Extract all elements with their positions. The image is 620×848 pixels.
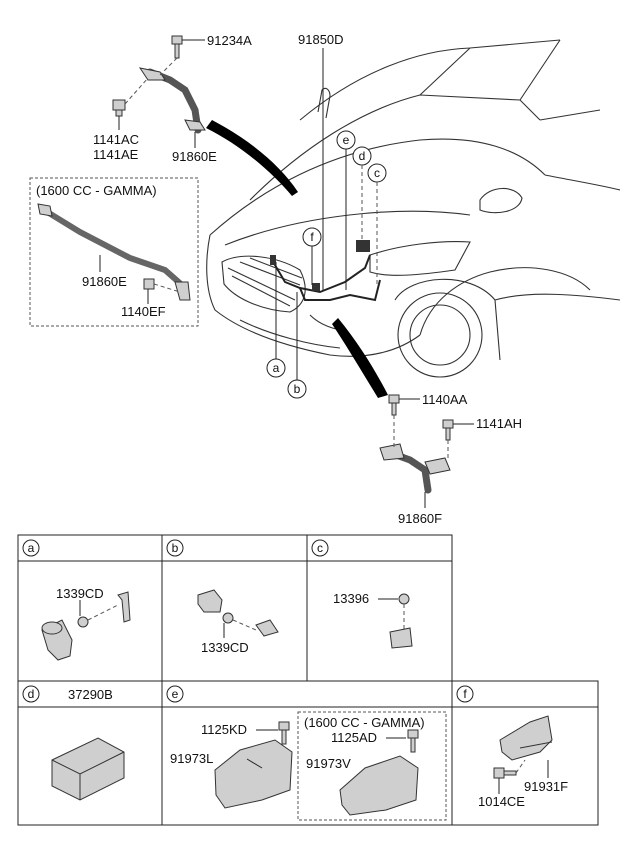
battery-cable-91860F <box>379 394 454 494</box>
bolt-1125AD-icon <box>407 729 419 753</box>
header-d: d <box>22 685 40 703</box>
cell-e-label-91973L: 91973L <box>170 751 213 766</box>
battery-cable-91860E-top <box>112 35 206 134</box>
battery-cable-91860E-box <box>37 203 191 301</box>
svg-text:c: c <box>317 541 323 555</box>
cell-e-label-1125KD: 1125KD <box>201 722 247 737</box>
nut-1339CD-icon <box>222 612 234 624</box>
cell-e-gamma-box <box>297 711 447 821</box>
svg-text:e: e <box>172 687 179 701</box>
bolt-1125KD-icon <box>278 721 290 745</box>
callout-b: b <box>287 292 307 399</box>
cell-e-label-1125AD: 1125AD <box>331 730 377 745</box>
cell-f-label-91931F: 91931F <box>524 779 568 794</box>
bolt-91234A-icon <box>171 35 183 59</box>
svg-text:a: a <box>28 541 35 555</box>
nut-13396-icon <box>398 593 410 605</box>
svg-text:d: d <box>28 687 35 701</box>
cell-d-label-37290B: 37290B <box>68 687 113 702</box>
svg-text:d: d <box>359 149 366 163</box>
header-c: c <box>311 539 329 557</box>
svg-text:b: b <box>294 382 301 396</box>
nut-1339CD-icon <box>77 616 89 628</box>
cell-e-gamma-title: (1600 CC - GAMMA) <box>304 715 425 730</box>
label-1141AH: 1141AH <box>476 416 522 431</box>
label-1140EF: 1140EF <box>121 304 166 319</box>
arrow-top-cable <box>206 120 298 196</box>
header-a: a <box>22 539 40 557</box>
svg-text:e: e <box>343 133 350 147</box>
svg-text:c: c <box>374 166 380 180</box>
label-91860E-box: 91860E <box>82 274 127 289</box>
nut-1140EF-icon <box>143 278 155 290</box>
header-f: f <box>456 685 474 703</box>
bolt-1014CE-icon <box>493 767 517 779</box>
cell-c-parts <box>389 593 413 649</box>
bolt-1141AH-icon <box>442 419 454 441</box>
svg-text:f: f <box>463 687 467 701</box>
header-b: b <box>166 539 184 557</box>
svg-text:f: f <box>310 230 314 244</box>
svg-text:a: a <box>273 361 280 375</box>
svg-text:b: b <box>172 541 179 555</box>
arrow-bottom-cable <box>332 318 388 398</box>
nut-1141AC-icon <box>112 99 126 117</box>
cell-b-label-1339CD: 1339CD <box>201 640 249 655</box>
label-1140AA: 1140AA <box>422 392 468 407</box>
cell-f-label-1014CE: 1014CE <box>478 794 525 809</box>
module-37290B-icon <box>51 737 125 801</box>
bolt-1140AA-icon <box>388 394 400 416</box>
label-91850D: 91850D <box>298 32 344 47</box>
cell-e-bracket-left <box>214 721 293 809</box>
gamma-box-title: (1600 CC - GAMMA) <box>36 183 157 198</box>
label-91860E-top: 91860E <box>172 149 217 164</box>
gamma-variant-box <box>29 177 199 327</box>
callout-c: c <box>367 163 387 285</box>
label-91234A: 91234A <box>207 33 252 48</box>
cell-e-bracket-right <box>339 729 419 816</box>
cell-a-label-1339CD: 1339CD <box>56 586 104 601</box>
callout-a: a <box>266 262 286 378</box>
cell-a-parts <box>41 591 131 661</box>
label-91860F: 91860F <box>398 511 442 526</box>
label-1141AC: 1141AC <box>93 132 139 147</box>
car-illustration <box>206 39 620 378</box>
harness-on-car <box>270 240 381 302</box>
cell-c-label-13396: 13396 <box>333 591 369 606</box>
callout-d: d <box>352 146 372 240</box>
callout-e: e <box>336 130 356 290</box>
detail-table <box>17 534 599 826</box>
cell-b-parts <box>197 589 279 637</box>
cell-e-label-91973V: 91973V <box>306 756 351 771</box>
cell-f-parts <box>493 715 553 779</box>
label-1141AE: 1141AE <box>93 147 139 162</box>
header-e: e <box>166 685 184 703</box>
callout-f: f <box>302 227 322 285</box>
